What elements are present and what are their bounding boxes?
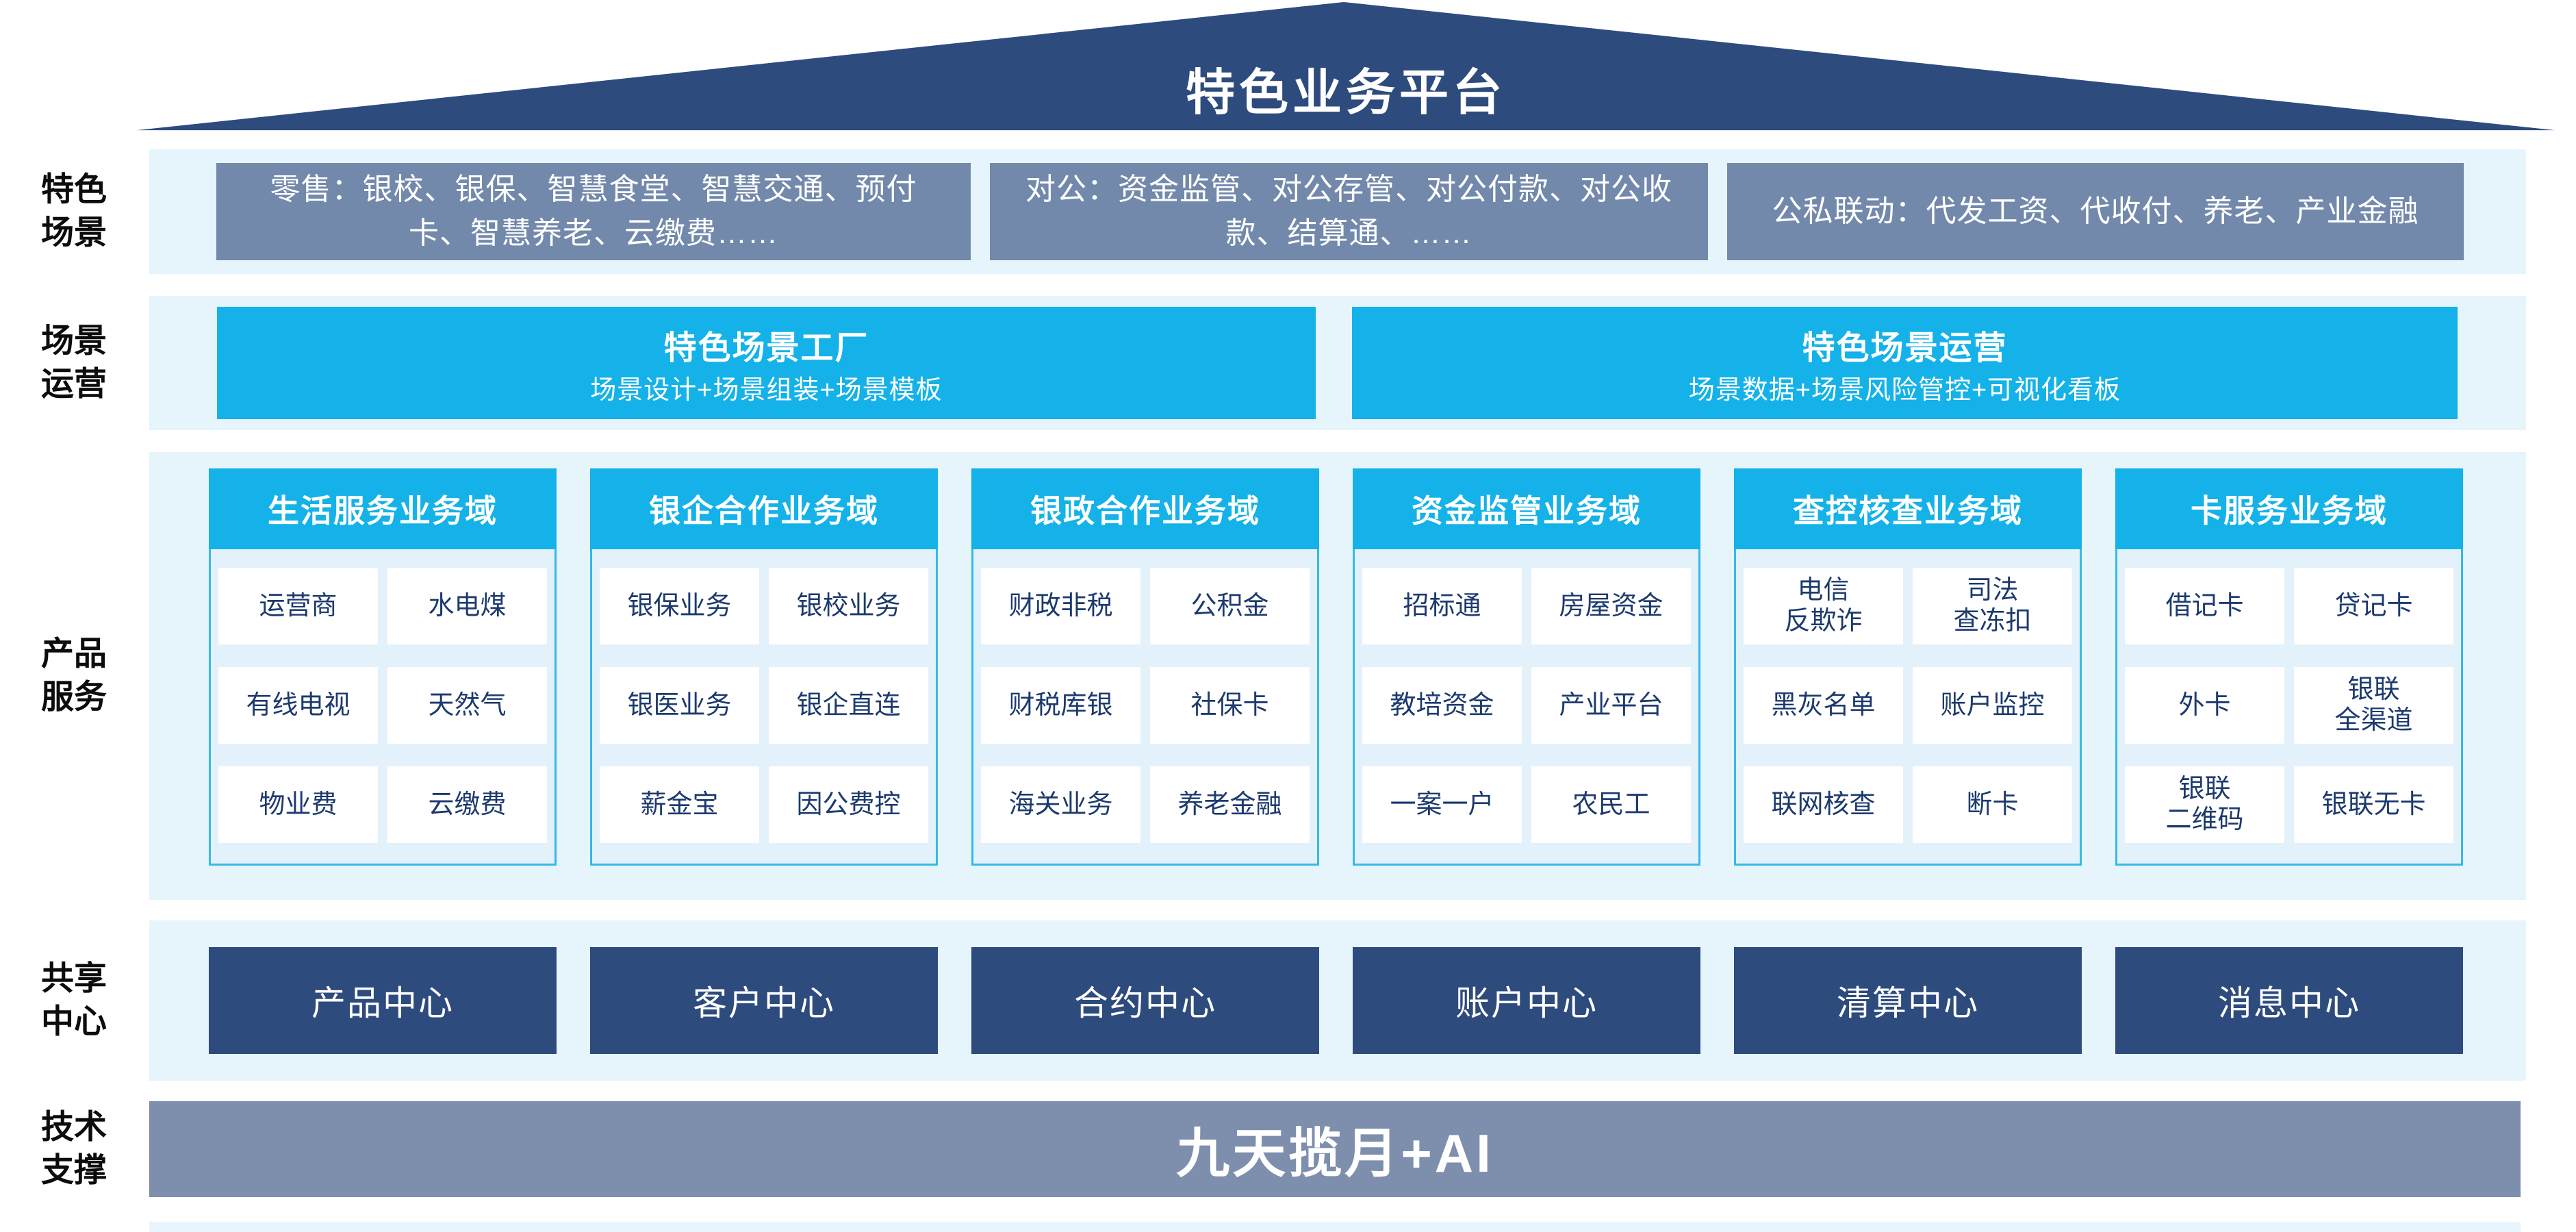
- center-box-clearing: 清算中心: [1734, 947, 2082, 1054]
- scenario-factory-box: 特色场景工厂 场景设计+场景组装+场景模板: [217, 307, 1316, 419]
- product-item: 司法 查冻扣: [1913, 568, 2072, 644]
- domain-column-bank-enterprise: 银企合作业务域 银保业务 银校业务 银医业务 银企直连 薪金宝 因公费控: [590, 468, 938, 866]
- domain-column-life-services: 生活服务业务域 运营商 水电煤 有线电视 天然气 物业费 云缴费: [209, 468, 557, 866]
- product-item: 社保卡: [1150, 667, 1310, 744]
- side-label-tech: 技术 支撑: [40, 1109, 107, 1189]
- scenario-operation-subtitle: 场景数据+场景风险管控+可视化看板: [1688, 376, 2121, 405]
- domain-header: 资金监管业务域: [1353, 468, 1700, 549]
- products-band: 生活服务业务域 运营商 水电煤 有线电视 天然气 物业费 云缴费 银企合作业务域…: [149, 452, 2526, 900]
- side-label-operations: 场景 运营: [40, 323, 107, 403]
- side-label-scenarios: 特色 场景: [40, 171, 107, 251]
- product-item: 因公费控: [769, 766, 928, 843]
- product-item: 一案一户: [1362, 766, 1522, 843]
- product-item: 有线电视: [218, 667, 378, 744]
- domain-column-inspection-verification: 查控核查业务域 电信 反欺诈 司法 查冻扣 黑灰名单 账户监控 联网核查 断卡: [1734, 468, 2082, 866]
- domain-header: 银政合作业务域: [971, 468, 1319, 549]
- product-item: 外卡: [2125, 667, 2284, 744]
- domain-header: 生活服务业务域: [209, 468, 557, 549]
- product-item: 云缴费: [387, 766, 547, 843]
- product-item: 招标通: [1362, 568, 1522, 644]
- side-label-centers: 共享 中心: [40, 960, 107, 1040]
- product-item: 财政非税: [981, 568, 1140, 644]
- product-item: 银联 全渠道: [2294, 667, 2453, 744]
- scenario-box-corporate: 对公：资金监管、对公存管、对公付款、对公收 款、结算通、……: [990, 163, 1708, 260]
- domain-body: 电信 反欺诈 司法 查冻扣 黑灰名单 账户监控 联网核查 断卡: [1734, 549, 2082, 866]
- product-item: 银保业务: [600, 568, 759, 644]
- product-item: 借记卡: [2125, 568, 2284, 644]
- product-item: 银联无卡: [2294, 766, 2453, 843]
- product-item: 薪金宝: [600, 766, 759, 843]
- product-item: 银医业务: [600, 667, 759, 744]
- domain-header: 银企合作业务域: [590, 468, 938, 549]
- product-item: 银企直连: [769, 667, 928, 744]
- page-title: 特色业务平台: [1185, 66, 1506, 121]
- center-box-product: 产品中心: [209, 947, 557, 1054]
- operations-band: 特色场景工厂 场景设计+场景组装+场景模板 特色场景运营 场景数据+场景风险管控…: [149, 296, 2526, 430]
- domain-body: 招标通 房屋资金 教培资金 产业平台 一案一户 农民工: [1353, 549, 1700, 866]
- product-item: 海关业务: [981, 766, 1140, 843]
- scenario-operation-title: 特色场景运营: [1802, 330, 2008, 366]
- product-item: 断卡: [1913, 766, 2072, 843]
- domain-column-bank-government: 银政合作业务域 财政非税 公积金 财税库银 社保卡 海关业务 养老金融: [971, 468, 1319, 866]
- product-item: 天然气: [387, 667, 547, 744]
- product-item: 财税库银: [981, 667, 1140, 744]
- scenario-box-retail: 零售：银校、银保、智慧食堂、智慧交通、预付 卡、智慧养老、云缴费……: [216, 163, 971, 260]
- side-label-products: 产品 服务: [40, 636, 107, 716]
- product-item: 电信 反欺诈: [1744, 568, 1903, 644]
- product-item: 公积金: [1150, 568, 1310, 644]
- center-box-message: 消息中心: [2115, 947, 2463, 1054]
- product-item: 联网核查: [1744, 766, 1903, 843]
- domain-body: 银保业务 银校业务 银医业务 银企直连 薪金宝 因公费控: [590, 549, 938, 866]
- product-item: 运营商: [218, 568, 378, 644]
- domain-header: 卡服务业务域: [2115, 468, 2463, 549]
- product-item: 农民工: [1531, 766, 1691, 843]
- center-box-customer: 客户中心: [590, 947, 938, 1054]
- product-item: 水电煤: [387, 568, 547, 644]
- bottom-edge-strip: [149, 1222, 2521, 1232]
- product-item: 银校业务: [769, 568, 928, 644]
- scenario-operation-box: 特色场景运营 场景数据+场景风险管控+可视化看板: [1352, 307, 2458, 419]
- product-item: 账户监控: [1913, 667, 2072, 744]
- center-box-account: 账户中心: [1353, 947, 1700, 1054]
- product-item: 产业平台: [1531, 667, 1691, 744]
- product-item: 物业费: [218, 766, 378, 843]
- product-item: 银联 二维码: [2125, 766, 2284, 843]
- product-item: 贷记卡: [2294, 568, 2453, 644]
- product-item: 黑灰名单: [1744, 667, 1903, 744]
- centers-band: 产品中心 客户中心 合约中心 账户中心 清算中心 消息中心: [149, 920, 2526, 1081]
- domain-body: 财政非税 公积金 财税库银 社保卡 海关业务 养老金融: [971, 549, 1319, 866]
- scenario-factory-title: 特色场景工厂: [663, 330, 869, 366]
- domain-column-fund-supervision: 资金监管业务域 招标通 房屋资金 教培资金 产业平台 一案一户 农民工: [1353, 468, 1700, 866]
- domain-body: 运营商 水电煤 有线电视 天然气 物业费 云缴费: [209, 549, 557, 866]
- domain-column-card-services: 卡服务业务域 借记卡 贷记卡 外卡 银联 全渠道 银联 二维码 银联无卡: [2115, 468, 2463, 866]
- scenarios-band: 零售：银校、银保、智慧食堂、智慧交通、预付 卡、智慧养老、云缴费…… 对公：资金…: [149, 149, 2526, 274]
- product-item: 教培资金: [1362, 667, 1522, 744]
- tech-support-band: 九天揽月+AI: [149, 1101, 2521, 1197]
- scenario-box-public-private: 公私联动：代发工资、代收付、养老、产业金融: [1727, 163, 2464, 260]
- product-item: 养老金融: [1150, 766, 1310, 843]
- product-item: 房屋资金: [1531, 568, 1691, 644]
- domain-header: 查控核查业务域: [1734, 468, 2082, 549]
- scenario-factory-subtitle: 场景设计+场景组装+场景模板: [590, 376, 943, 405]
- domain-body: 借记卡 贷记卡 外卡 银联 全渠道 银联 二维码 银联无卡: [2115, 549, 2463, 866]
- center-box-contract: 合约中心: [971, 947, 1319, 1054]
